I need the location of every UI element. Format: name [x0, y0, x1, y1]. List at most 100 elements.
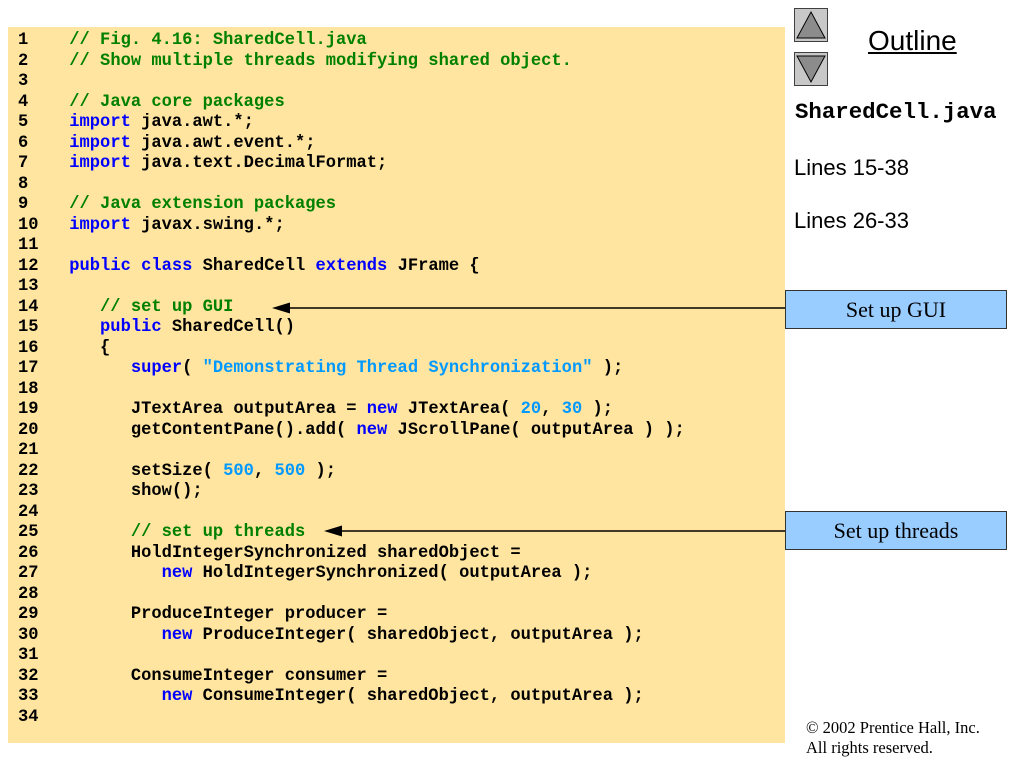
code-statement: import java.text.DecimalFormat; [69, 154, 387, 173]
line-number: 9 [18, 195, 29, 214]
code-line: 11 [18, 236, 785, 257]
code-text: JFrame { [387, 256, 480, 276]
code-text: JTextArea outputArea = [130, 400, 367, 419]
line-number: 10 [18, 215, 39, 235]
line-number: 18 [18, 379, 39, 399]
code-text: SharedCell [192, 256, 316, 276]
copyright-footer: © 2002 Prentice Hall, Inc. All rights re… [806, 718, 980, 758]
code-string: "Demonstrating Thread Synchronization" [202, 359, 593, 378]
line-number: 8 [18, 174, 29, 194]
code-statement: ConsumeInteger consumer = [69, 667, 387, 686]
code-keyword: extends [315, 256, 388, 276]
callout-set-up-threads: Set up threads [785, 511, 1007, 550]
code-statement: new HoldIntegerSynchronized( outputArea … [69, 564, 593, 583]
code-keyword: new [161, 687, 193, 706]
down-triangle-icon [794, 52, 828, 86]
code-statement: // set up threads [69, 523, 305, 542]
line-number: 1 [18, 31, 29, 50]
code-line: 14// set up GUI [18, 298, 785, 319]
code-line: 25// set up threads [18, 523, 785, 544]
code-statement: // Fig. 4.16: SharedCell.java [69, 31, 366, 50]
line-number: 17 [18, 359, 39, 378]
code-text: java.awt.event.*; [130, 133, 316, 153]
line-number: 34 [18, 707, 39, 727]
code-statement: getContentPane().add( new JScrollPane( o… [69, 421, 685, 440]
code-comment: // Show multiple threads modifying share… [69, 51, 572, 71]
code-line: 4 // Java core packages [18, 93, 785, 114]
code-statement: setSize( 500, 500 ); [69, 462, 336, 481]
outline-note: Lines 26-33 [794, 208, 909, 233]
code-statement: import java.awt.event.*; [69, 134, 315, 153]
line-number: 30 [18, 625, 39, 645]
code-statement: HoldIntegerSynchronized sharedObject = [69, 543, 521, 563]
code-keyword: new [356, 420, 388, 440]
code-line: 16 { [18, 339, 785, 360]
code-statement: new ProduceInteger( sharedObject, output… [69, 625, 644, 645]
rights-line: All rights reserved. [806, 738, 933, 757]
code-line: 10 import javax.swing.*; [18, 216, 785, 237]
code-keyword: new [161, 625, 193, 645]
code-statement: // Java extension packages [69, 195, 336, 214]
code-text: java.text.DecimalFormat; [130, 154, 388, 173]
code-line: 26 HoldIntegerSynchronized sharedObject = [18, 544, 785, 565]
code-keyword: super [130, 359, 183, 378]
line-number: 7 [18, 154, 29, 173]
code-text: javax.swing.*; [130, 215, 285, 235]
code-line: 27 new HoldIntegerSynchronized( outputAre… [18, 564, 785, 585]
code-statement: JTextArea outputArea = new JTextArea( 20… [69, 400, 613, 419]
code-statement: new ConsumeInteger( sharedObject, output… [69, 687, 644, 706]
code-line: 2// Show multiple threads modifying shar… [18, 52, 785, 73]
line-number: 23 [18, 482, 39, 501]
line-number: 32 [18, 666, 39, 686]
code-comment: // set up threads [130, 523, 306, 542]
line-number: 21 [18, 441, 39, 460]
line-number: 24 [18, 502, 39, 522]
code-statement: import java.awt.*; [69, 113, 254, 132]
code-keyword: new [161, 564, 193, 583]
up-triangle-icon [794, 8, 828, 42]
line-number: 12 [18, 256, 39, 276]
code-line: 30 new ProduceInteger( sharedObject, outp… [18, 626, 785, 647]
code-line: 34 [18, 708, 785, 729]
code-text: ProduceInteger( sharedObject, outputArea… [192, 625, 644, 645]
line-number: 29 [18, 605, 39, 624]
code-listing: 1 // Fig. 4.16: SharedCell.java 2// Show … [8, 27, 785, 743]
code-line: 12 public class SharedCell extends JFrame… [18, 257, 785, 278]
line-number: 26 [18, 543, 39, 563]
code-statement: import javax.swing.*; [69, 216, 284, 235]
code-comment: // Fig. 4.16: SharedCell.java [69, 31, 367, 50]
code-statement: // Java core packages [69, 93, 284, 112]
code-line: 32 ConsumeInteger consumer = [18, 667, 785, 688]
line-number: 5 [18, 113, 29, 132]
code-text: ); [305, 461, 337, 481]
line-number: 27 [18, 564, 39, 583]
code-text: ConsumeInteger( sharedObject, outputArea… [192, 687, 644, 706]
code-keyword: import [69, 215, 131, 235]
line-number: 4 [18, 92, 29, 112]
next-slide-button[interactable] [794, 52, 828, 86]
code-comment: // set up GUI [100, 297, 234, 317]
code-text: { [100, 338, 111, 358]
code-statement: ProduceInteger producer = [69, 605, 387, 624]
code-text: HoldIntegerSynchronized sharedObject = [130, 543, 521, 563]
code-line: 29 ProduceInteger producer = [18, 605, 785, 626]
code-keyword: public class [69, 256, 193, 276]
code-statement: show(); [69, 482, 203, 501]
code-statement: public class SharedCell extends JFrame { [69, 257, 479, 276]
code-text: JTextArea( [397, 400, 521, 419]
file-name: SharedCell.java [795, 99, 997, 125]
code-text: setSize( [130, 461, 224, 481]
code-text: ); [582, 400, 614, 419]
code-line: 28 [18, 585, 785, 606]
code-keyword: public [100, 318, 162, 337]
previous-slide-button[interactable] [794, 8, 828, 42]
outline-note: Lines 15-38 [794, 155, 909, 180]
line-number: 16 [18, 338, 39, 358]
code-statement: // set up GUI [69, 298, 233, 317]
